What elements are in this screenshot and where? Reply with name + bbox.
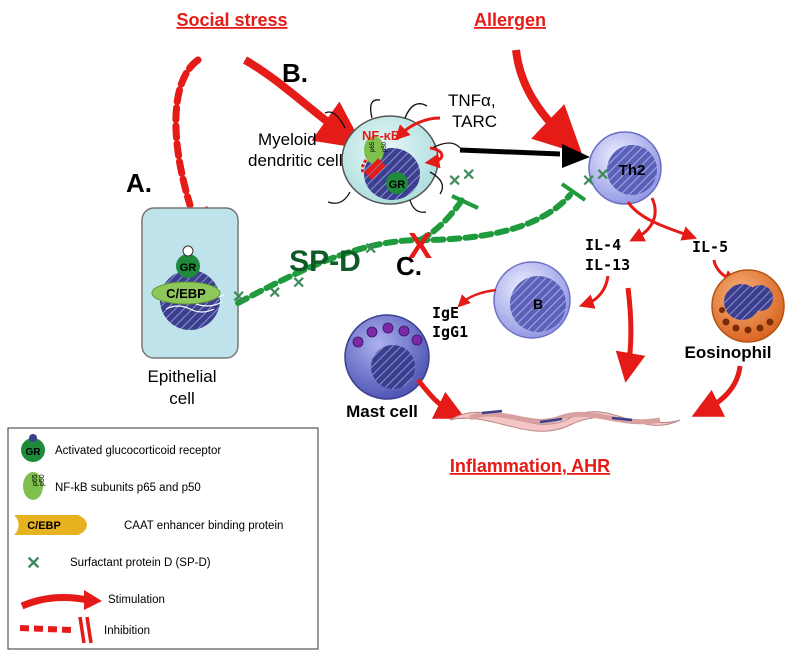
gr-icon-epithelial bbox=[176, 254, 200, 278]
th2-cell: Th2 bbox=[588, 131, 662, 205]
nfkb-legend-icon bbox=[23, 472, 43, 500]
gr-icon bbox=[386, 172, 408, 194]
spd-inhibition-bars bbox=[451, 182, 587, 210]
svg-text:p65: p65 bbox=[32, 474, 39, 486]
svg-text:C/EBP: C/EBP bbox=[27, 520, 61, 532]
legend-item-spd: ✕ Surfactant protein D (SP-D) bbox=[26, 553, 211, 573]
tnf-loop-arrow bbox=[424, 146, 444, 169]
stimulation-legend-icon bbox=[20, 594, 89, 610]
svg-text:✕: ✕ bbox=[268, 285, 281, 302]
b-cell: B bbox=[493, 261, 571, 339]
legend-spd-text: Surfactant protein D (SP-D) bbox=[70, 557, 211, 569]
dc-to-th2-arrow bbox=[459, 144, 590, 168]
x-mark: X bbox=[408, 225, 432, 266]
mast-to-inflammation-arrow bbox=[416, 378, 466, 419]
stimulation-allergen-th2 bbox=[512, 49, 583, 155]
tnf-label: TNFα, bbox=[448, 91, 496, 110]
il4-label: IL-4 bbox=[585, 236, 621, 254]
spd-label: SP-D bbox=[289, 245, 361, 278]
tarc-label: TARC bbox=[452, 112, 497, 131]
ige-label: IgE bbox=[432, 304, 459, 322]
eos-to-inflammation-arrow bbox=[691, 365, 743, 417]
svg-text:GR: GR bbox=[389, 179, 406, 191]
mast-cell-label: Mast cell bbox=[346, 402, 418, 421]
legend: GR Activated glucocorticoid receptor p65… bbox=[7, 427, 319, 650]
inhibition-legend-icon bbox=[19, 625, 73, 633]
svg-text:GR: GR bbox=[180, 262, 197, 274]
tnf-output-arrow bbox=[394, 116, 441, 141]
stimulation-social-dc bbox=[243, 56, 365, 149]
svg-text:p50: p50 bbox=[39, 474, 46, 486]
svg-text:✕: ✕ bbox=[292, 275, 305, 292]
th2-to-il5-arrow bbox=[626, 201, 698, 241]
legend-stimulation-text: Stimulation bbox=[108, 594, 165, 606]
epithelial-cell: C/EBP GR bbox=[141, 207, 239, 359]
b-label: B bbox=[533, 296, 543, 312]
mast-cell bbox=[344, 314, 430, 400]
allergen-label: Allergen bbox=[474, 10, 546, 30]
inflammation-label: Inflammation, AHR bbox=[450, 456, 610, 476]
myeloid-label-1: Myeloid bbox=[258, 130, 317, 149]
svg-text:✕: ✕ bbox=[582, 173, 595, 190]
legend-item-nfkb: p65 p50 NF-kB subunits p65 and p50 bbox=[23, 472, 201, 500]
epithelial-label-1: Epithelial bbox=[148, 367, 217, 386]
cebp-legend-icon bbox=[14, 515, 87, 535]
eosinophil-label: Eosinophil bbox=[685, 343, 772, 362]
nfkb-subunits-icon bbox=[364, 136, 384, 164]
legend-item-gr: GR Activated glucocorticoid receptor bbox=[21, 434, 221, 462]
legend-item-stimulation: Stimulation bbox=[20, 590, 165, 610]
th2-label: Th2 bbox=[619, 162, 646, 179]
nfkb-label: NF-κB bbox=[362, 128, 400, 143]
cebp-icon bbox=[151, 281, 221, 305]
svg-text:✕: ✕ bbox=[232, 289, 245, 306]
svg-text:GR: GR bbox=[26, 447, 42, 458]
label-B: B. bbox=[282, 58, 308, 88]
svg-text:✕: ✕ bbox=[364, 241, 377, 258]
svg-text:C/EBP: C/EBP bbox=[166, 286, 206, 301]
svg-text:✕: ✕ bbox=[596, 167, 609, 184]
label-A: A. bbox=[126, 168, 152, 198]
myeloid-label-2: dendritic cell bbox=[248, 151, 343, 170]
gr-legend-icon bbox=[21, 438, 45, 462]
legend-gr-text: Activated glucocorticoid receptor bbox=[55, 445, 221, 457]
legend-cebp-text: CAAT enhancer binding protein bbox=[124, 520, 283, 532]
svg-text:✕: ✕ bbox=[462, 167, 475, 184]
epithelial-label-2: cell bbox=[169, 389, 195, 408]
il13-label: IL-13 bbox=[585, 256, 630, 274]
svg-text:p65: p65 bbox=[370, 141, 376, 152]
inhibition-social-epithelial bbox=[171, 56, 211, 231]
svg-text:p50: p50 bbox=[382, 141, 388, 152]
spd-legend-icon: ✕ bbox=[26, 553, 41, 573]
spd-molecules: ✕ ✕ ✕ ✕ ✕ ✕ ✕ ✕ bbox=[232, 167, 609, 306]
legend-nfkb-text: NF-kB subunits p65 and p50 bbox=[55, 482, 201, 494]
legend-item-cebp: C/EBP CAAT enhancer binding protein bbox=[14, 515, 283, 535]
legend-inhibition-text: Inhibition bbox=[104, 625, 150, 637]
legend-item-inhibition: Inhibition bbox=[19, 616, 150, 644]
il4-to-b-arrow bbox=[578, 275, 610, 309]
smooth-muscle-fibers bbox=[449, 409, 681, 432]
b-to-antibodies-arrow bbox=[457, 288, 497, 308]
igg1-label: IgG1 bbox=[432, 323, 468, 341]
eosinophil-cell bbox=[711, 269, 785, 343]
spd-to-dc-line bbox=[417, 197, 465, 243]
label-C: C. bbox=[396, 251, 422, 281]
il5-label: IL-5 bbox=[692, 238, 728, 256]
svg-text:✕: ✕ bbox=[448, 173, 461, 190]
il13-to-inflammation-arrow bbox=[615, 287, 646, 383]
social-stress-label: Social stress bbox=[176, 10, 287, 30]
